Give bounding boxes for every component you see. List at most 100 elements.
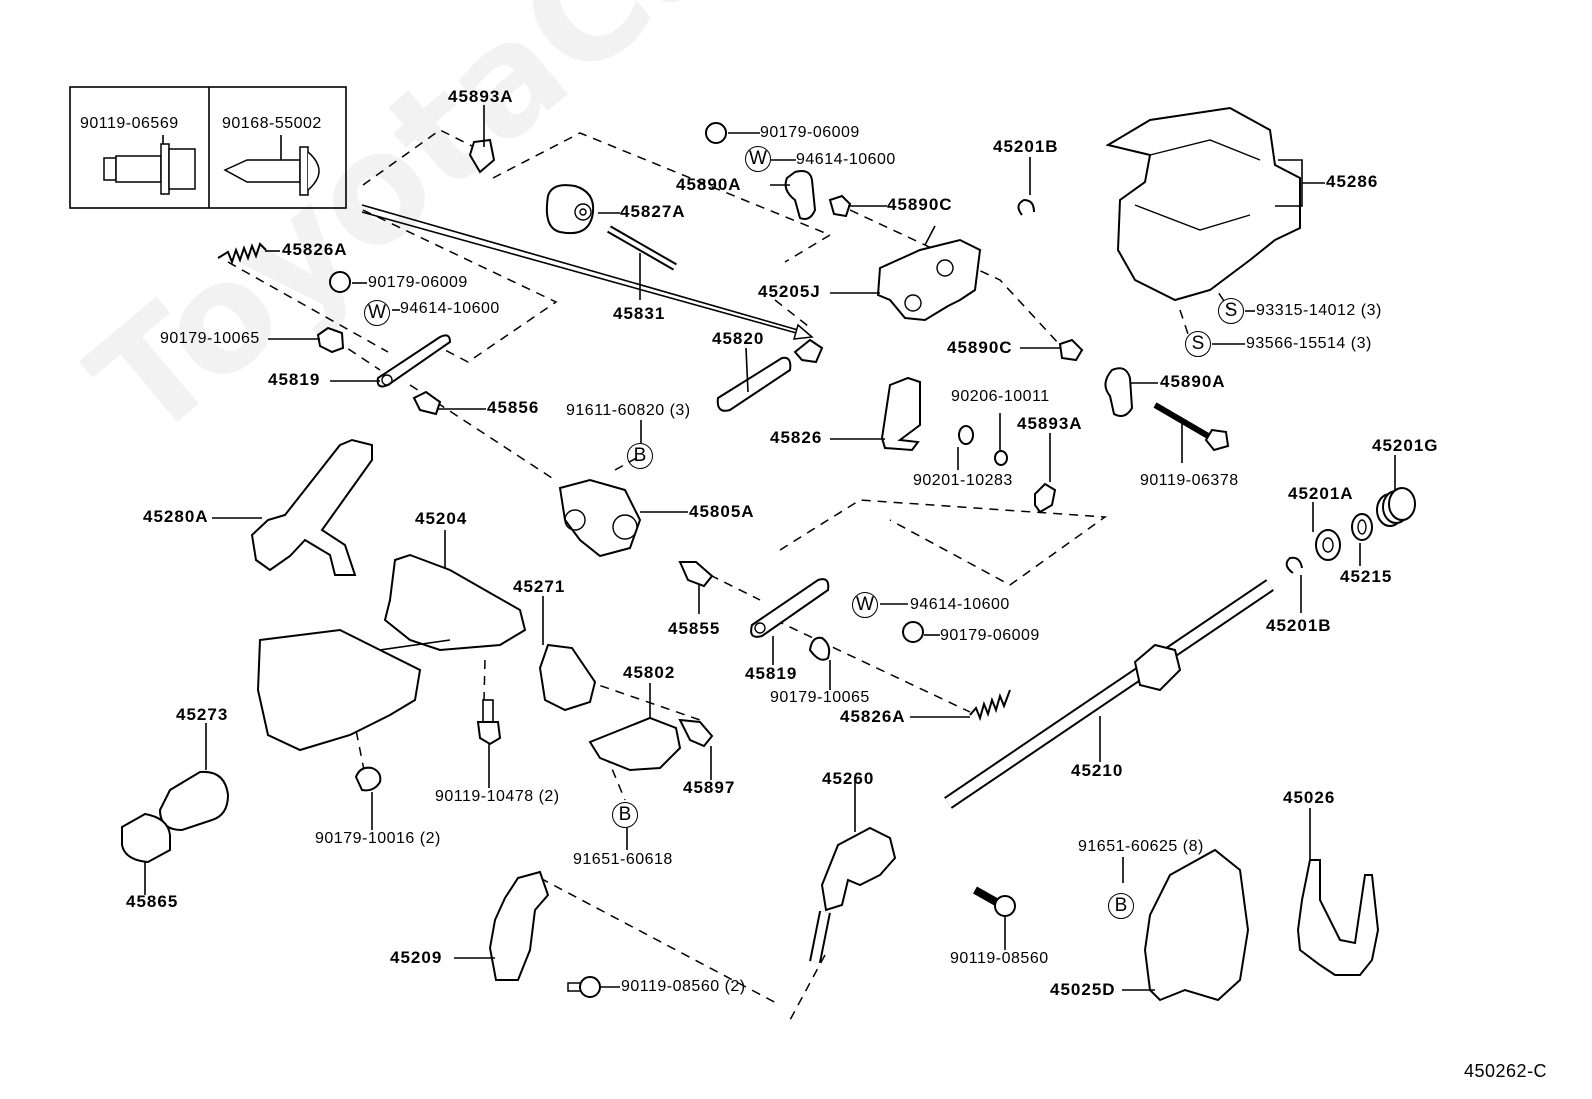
label-45820[interactable]: 45820	[712, 329, 765, 348]
part-90206-10011	[994, 450, 1008, 466]
label-91611-60820[interactable]: 91611-60820 (3)	[566, 402, 691, 419]
part-45271	[538, 643, 597, 712]
label-45826A-top[interactable]: 45826A	[282, 240, 348, 259]
inset-label-screw: 90168-55002	[222, 115, 322, 132]
label-45819-left[interactable]: 45819	[268, 370, 321, 389]
label-45209[interactable]: 45209	[390, 948, 443, 967]
part-45201A-bearing	[1315, 529, 1341, 561]
label-45856[interactable]: 45856	[487, 398, 540, 417]
part-90179-06009-mid	[902, 621, 924, 643]
diagram-code: 450262-C	[1464, 1061, 1548, 1081]
part-45831	[607, 225, 677, 271]
part-90119-08560-2	[567, 976, 601, 998]
label-90179-06009-top[interactable]: 90179-06009	[760, 124, 860, 141]
label-90119-08560[interactable]: 90119-08560	[950, 950, 1049, 967]
part-45805A	[558, 478, 642, 558]
label-45890C-top[interactable]: 45890C	[887, 195, 953, 214]
part-screw-small	[793, 338, 824, 364]
label-45802[interactable]: 45802	[623, 663, 676, 682]
label-90179-10065-mid[interactable]: 90179-10065	[770, 689, 870, 706]
label-45890A-top[interactable]: 45890A	[676, 175, 742, 194]
washer-symbol-top: W	[745, 146, 771, 172]
label-90179-10065-left[interactable]: 90179-10065	[160, 330, 260, 347]
label-45260[interactable]: 45260	[822, 769, 875, 788]
label-45855[interactable]: 45855	[668, 619, 721, 638]
label-90119-06378[interactable]: 90119-06378	[1140, 472, 1239, 489]
part-45819-left	[376, 334, 452, 388]
label-90179-06009-left[interactable]: 90179-06009	[368, 274, 468, 291]
label-91651-60625[interactable]: 91651-60625 (8)	[1078, 838, 1204, 855]
label-45805A[interactable]: 45805A	[689, 502, 755, 521]
label-90119-08560-2[interactable]: 90119-08560 (2)	[621, 978, 746, 995]
part-45826A-spring-mid	[969, 689, 1011, 722]
label-90119-10478[interactable]: 90119-10478 (2)	[435, 788, 560, 805]
label-45286[interactable]: 45286	[1326, 172, 1379, 191]
label-93315-14012[interactable]: 93315-14012 (3)	[1256, 302, 1382, 319]
label-45826A-mid[interactable]: 45826A	[840, 707, 906, 726]
label-91651-60618[interactable]: 91651-60618	[573, 851, 673, 868]
label-90206-10011[interactable]: 90206-10011	[951, 388, 1050, 405]
part-45893A-top	[468, 138, 496, 174]
label-45897[interactable]: 45897	[683, 778, 736, 797]
label-45204[interactable]: 45204	[415, 509, 468, 528]
part-45826-bracket	[880, 376, 921, 452]
label-90201-10283[interactable]: 90201-10283	[913, 472, 1013, 489]
label-45201B-mid[interactable]: 45201B	[1266, 616, 1332, 635]
label-45890A-mid[interactable]: 45890A	[1160, 372, 1226, 391]
part-90119-06378	[1153, 402, 1230, 452]
part-45890C-top	[828, 194, 852, 218]
label-45865[interactable]: 45865	[126, 892, 179, 911]
label-90179-06009-mid[interactable]: 90179-06009	[940, 627, 1040, 644]
assembly-dashed-lines	[227, 129, 1231, 1021]
label-45890C-mid[interactable]: 45890C	[947, 338, 1013, 357]
label-45831[interactable]: 45831	[613, 304, 666, 323]
label-45026[interactable]: 45026	[1283, 788, 1336, 807]
label-45893A-mid[interactable]: 45893A	[1017, 414, 1083, 433]
label-94614-10600-mid[interactable]: 94614-10600	[910, 596, 1010, 613]
part-45856	[412, 390, 442, 416]
label-90179-10016[interactable]: 90179-10016 (2)	[315, 830, 441, 847]
label-94614-10600-top[interactable]: 94614-10600	[796, 151, 896, 168]
label-45201A[interactable]: 45201A	[1288, 484, 1354, 503]
cable	[361, 204, 814, 340]
label-93566-15514[interactable]: 93566-15514 (3)	[1246, 335, 1372, 352]
part-90179-06009-top	[705, 122, 727, 144]
part-45819-mid	[750, 578, 830, 638]
part-90201-10283	[958, 425, 974, 445]
part-45201G-spring	[1376, 487, 1416, 527]
part-45205J	[876, 225, 982, 322]
part-45201B-mid	[1285, 556, 1303, 574]
label-45210[interactable]: 45210	[1071, 761, 1124, 780]
label-45826[interactable]: 45826	[770, 428, 823, 447]
part-45026	[1296, 859, 1380, 976]
leader-lines	[144, 105, 1396, 991]
part-45802	[588, 716, 682, 772]
label-45025D[interactable]: 45025D	[1050, 980, 1116, 999]
label-45215[interactable]: 45215	[1340, 567, 1393, 586]
label-45280A[interactable]: 45280A	[143, 507, 209, 526]
part-45209	[488, 870, 550, 981]
part-45210-shaft	[944, 579, 1274, 809]
part-45204	[256, 553, 527, 752]
part-90119-08560	[973, 886, 1016, 917]
label-45819-mid[interactable]: 45819	[745, 664, 798, 683]
washer-symbol-mid: W	[852, 592, 878, 618]
part-45286-cover	[1105, 106, 1301, 302]
part-45025D	[1143, 848, 1250, 1002]
label-45201B-top[interactable]: 45201B	[993, 137, 1059, 156]
part-90179-10065-left	[316, 326, 345, 354]
screw-symbol-1: S	[1218, 298, 1244, 324]
label-45827A[interactable]: 45827A	[620, 202, 686, 221]
part-90119-10478	[476, 699, 502, 746]
label-94614-10600-left[interactable]: 94614-10600	[400, 300, 500, 317]
label-45273[interactable]: 45273	[176, 705, 229, 724]
label-45205J[interactable]: 45205J	[758, 282, 821, 301]
part-45890A-top	[784, 170, 817, 220]
part-45820	[716, 356, 792, 412]
part-45890A-mid	[1104, 367, 1134, 417]
label-45201G[interactable]: 45201G	[1372, 436, 1439, 455]
label-45893A-top[interactable]: 45893A	[448, 87, 514, 106]
part-45893A-mid	[1034, 482, 1057, 514]
part-45855	[678, 561, 714, 588]
label-45271[interactable]: 45271	[513, 577, 566, 596]
